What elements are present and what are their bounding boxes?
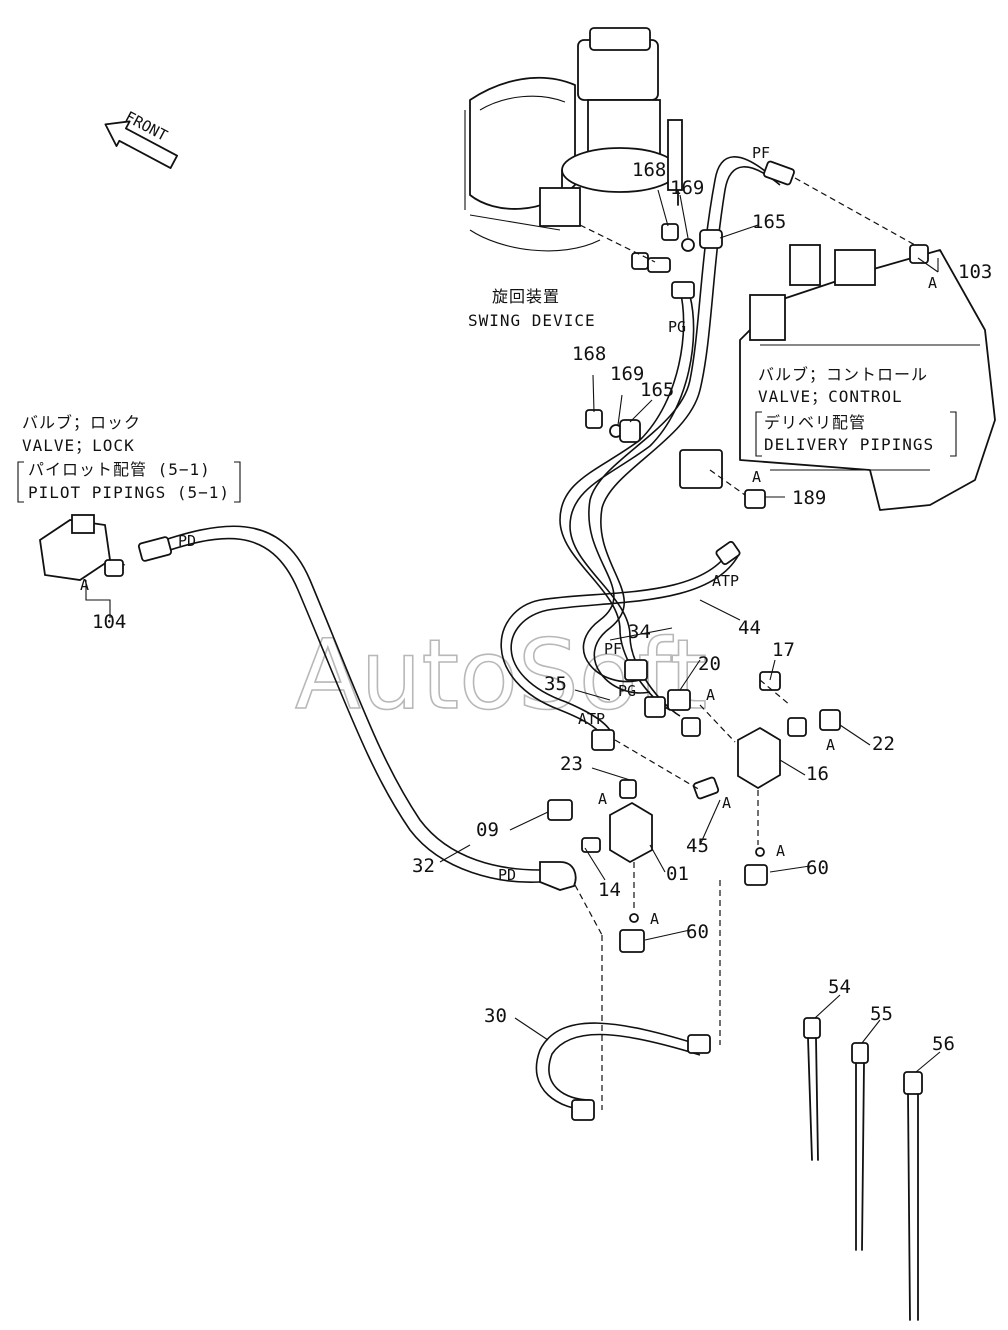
part-103: 103	[958, 261, 992, 283]
part-55: 55	[870, 1003, 893, 1025]
part-60: 60	[686, 921, 709, 943]
leader-lines	[85, 189, 941, 1073]
port-pf-top: PF	[752, 144, 770, 162]
control-valve-line1: バルブ；コントロール	[758, 365, 928, 384]
port-pf-mid: PF	[604, 640, 622, 658]
part-54: 54	[828, 976, 851, 998]
ref-a: A	[722, 794, 731, 812]
part-32: 32	[412, 855, 435, 877]
part-60: 60	[806, 857, 829, 879]
ref-a: A	[776, 842, 785, 860]
ref-a: A	[650, 910, 659, 928]
part-169: 169	[670, 177, 704, 199]
swing-device-label-jp: 旋回装置	[492, 287, 560, 306]
port-pg-top: PG	[668, 318, 686, 336]
part-14: 14	[598, 879, 621, 901]
part-09: 09	[476, 819, 499, 841]
fittings	[104, 160, 929, 1121]
part-20: 20	[698, 653, 721, 675]
ref-a: A	[928, 274, 937, 292]
part-17: 17	[772, 639, 795, 661]
part-104: 104	[92, 611, 126, 633]
swing-device-drawing	[464, 27, 683, 252]
hoses	[149, 156, 781, 1111]
part-34: 34	[628, 621, 651, 643]
port-pd-left: PD	[178, 532, 196, 550]
lock-valve-line4: PILOT PIPINGS (5−1)	[28, 483, 230, 502]
part-16: 16	[806, 763, 829, 785]
ref-a: A	[706, 686, 715, 704]
part-168: 168	[572, 343, 606, 365]
part-168: 168	[632, 159, 666, 181]
port-atp-right: ATP	[712, 572, 739, 590]
front-arrow-icon	[104, 120, 179, 169]
part-23: 23	[560, 753, 583, 775]
lock-valve-line2: VALVE；LOCK	[22, 436, 135, 455]
lock-valve-line1: バルブ；ロック	[22, 413, 141, 432]
ref-a: A	[752, 468, 761, 486]
part-189: 189	[792, 487, 826, 509]
part-45: 45	[686, 835, 709, 857]
control-valve-line2: VALVE；CONTROL	[758, 387, 903, 406]
lock-valve-line3: パイロット配管 (5−1)	[28, 460, 211, 479]
part-169: 169	[610, 363, 644, 385]
port-atp-mid: ATP	[578, 710, 605, 728]
part-01: 01	[666, 863, 689, 885]
part-30: 30	[484, 1005, 507, 1027]
ref-a: A	[826, 736, 835, 754]
ref-a: A	[80, 576, 89, 594]
port-pg-mid: PG	[618, 682, 636, 700]
control-valve-line4: DELIVERY PIPINGS	[764, 435, 934, 454]
part-165: 165	[752, 211, 786, 233]
part-56: 56	[932, 1033, 955, 1055]
swing-device-label-en: SWING DEVICE	[468, 311, 596, 330]
control-valve-line3: デリベリ配管	[764, 413, 866, 432]
cable-ties	[803, 1017, 923, 1321]
port-pd-bottom: PD	[498, 866, 516, 884]
part-44: 44	[738, 617, 761, 639]
part-35: 35	[544, 673, 567, 695]
routing-lines	[574, 177, 916, 1110]
part-165: 165	[640, 379, 674, 401]
part-22: 22	[872, 733, 895, 755]
control-valve-drawing	[739, 244, 996, 511]
ref-a: A	[598, 790, 607, 808]
